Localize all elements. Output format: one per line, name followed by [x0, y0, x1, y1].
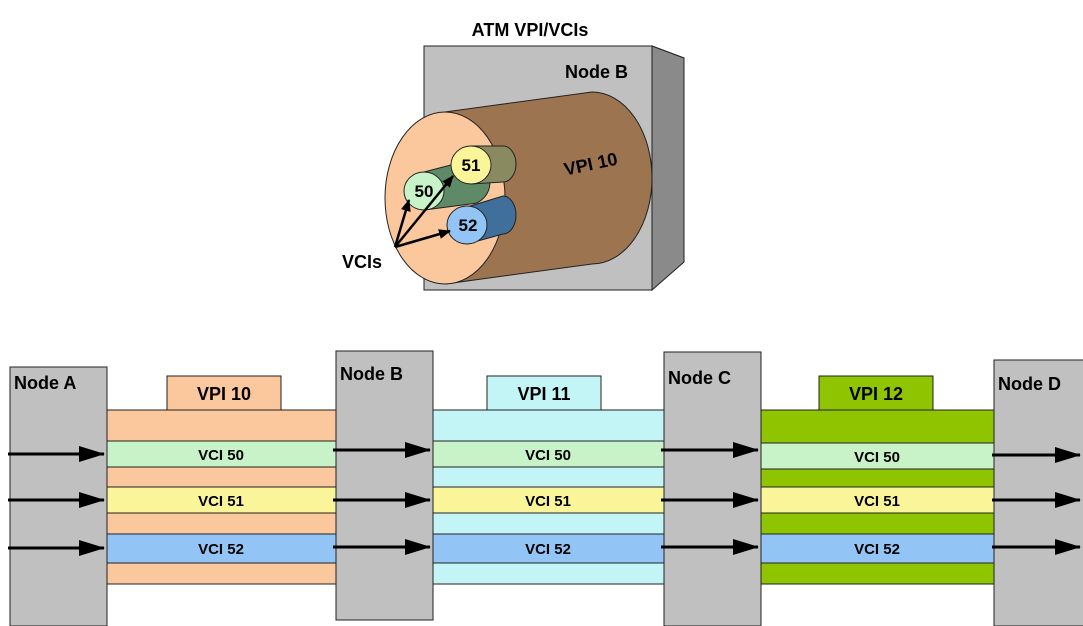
- vci-51-label-seg3: VCI 51: [854, 493, 900, 510]
- node-b-label: Node B: [340, 364, 403, 384]
- vci-50-row-seg3: [760, 442, 995, 470]
- vpi-12-tag: [818, 375, 934, 411]
- vci-52-label: 52: [459, 216, 478, 235]
- vpi-12-tag-label: VPI 12: [849, 384, 903, 404]
- vpi-11-tag: [486, 375, 602, 411]
- vci-51-tube: [450, 145, 517, 185]
- vci-50-label-seg2: VCI 50: [525, 447, 571, 464]
- vci-51-row-seg2: [432, 486, 665, 514]
- vci-51-label: 51: [462, 156, 481, 175]
- vci-50-row-seg1: [106, 440, 337, 468]
- vpi-11-tag-label: VPI 11: [517, 384, 570, 404]
- vci-50-row-seg2: [432, 440, 665, 468]
- vci-51-label-seg2: VCI 51: [525, 493, 571, 510]
- node-a-box: [9, 366, 108, 626]
- vci-52-label-seg2: VCI 52: [525, 541, 571, 558]
- node-c-label: Node C: [668, 368, 731, 388]
- node-d-label: Node D: [998, 374, 1061, 394]
- vci-51-label-seg1: VCI 51: [198, 493, 244, 510]
- vci-52-row-seg3: [760, 533, 995, 564]
- vci-51-row-seg3: [760, 486, 995, 514]
- vpi-10-tag-label: VPI 10: [197, 384, 251, 404]
- vcis-callout-label: VCIs: [342, 252, 382, 272]
- vci-52-tube: [446, 195, 517, 245]
- node-d-box: [993, 359, 1083, 626]
- vci-50-label-seg1: VCI 50: [198, 447, 244, 464]
- node-c-box: [663, 351, 762, 626]
- node-b-box-label: Node B: [565, 62, 628, 82]
- node-b-box: [335, 350, 434, 621]
- vci-50-label-seg3: VCI 50: [854, 449, 900, 466]
- flow-arrows: [8, 442, 1081, 556]
- diagram-title: ATM VPI/VCIs: [472, 20, 589, 40]
- vci-52-label-seg3: VCI 52: [854, 541, 900, 558]
- vci-51-row-seg1: [106, 486, 337, 514]
- vpi-10-tag: [166, 375, 282, 411]
- vcis-callout-arrows: [393, 175, 454, 249]
- vci-52-row-seg1: [106, 533, 337, 564]
- vci-52-label-seg1: VCI 52: [198, 541, 244, 558]
- vci-52-row-seg2: [432, 533, 665, 564]
- node-a-label: Node A: [14, 373, 76, 393]
- vci-50-label: 50: [415, 182, 434, 201]
